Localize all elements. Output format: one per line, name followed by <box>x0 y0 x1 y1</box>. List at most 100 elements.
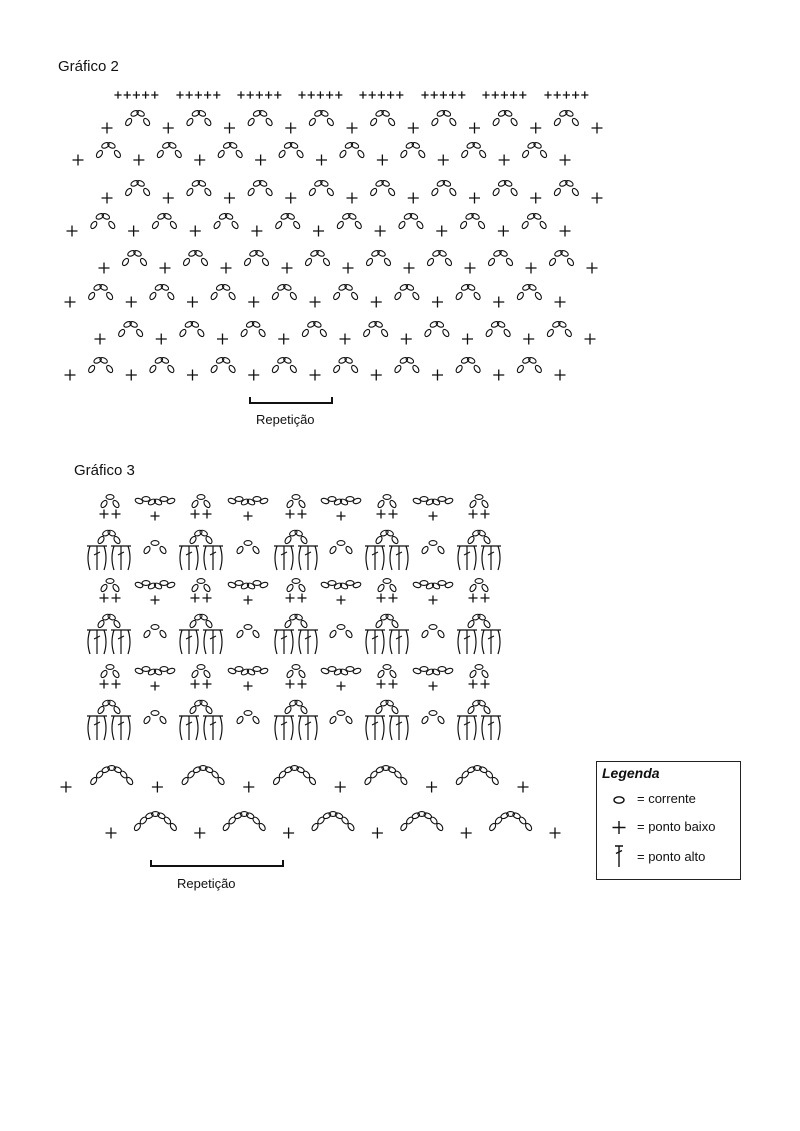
chain-arch-loop <box>210 364 218 374</box>
chain-arch-loop <box>190 320 200 328</box>
chain-arch-loop <box>187 770 195 779</box>
chain-arch-loop <box>108 220 116 230</box>
single-crochet-symbol <box>94 333 106 345</box>
chain-symbol <box>252 580 262 586</box>
chain-arch-loop <box>485 328 493 338</box>
chain-arch-loop <box>126 776 134 786</box>
chain-arch-loop <box>289 291 297 301</box>
chain-arch-loop <box>217 149 225 159</box>
chain-arch-loop <box>101 212 111 220</box>
chain-arch-loop <box>467 619 475 629</box>
chain-arch-loop <box>388 187 396 197</box>
chain-symbol <box>227 497 237 505</box>
double-crochet-cluster <box>457 629 477 655</box>
chain-arch-loop <box>277 283 286 291</box>
single-crochet-symbol <box>243 511 253 521</box>
chain-symbol <box>141 666 151 672</box>
chain-symbol <box>425 498 435 506</box>
chain-arch-loop <box>348 212 357 220</box>
chain-arch-loop <box>526 212 536 220</box>
single-crochet-symbol <box>468 593 478 603</box>
top-row-single-crochet <box>151 91 159 99</box>
double-crochet-cluster <box>298 545 318 571</box>
chain-arch-loop <box>302 770 311 779</box>
chain-arch-loop <box>336 540 346 546</box>
chain-arch-loop <box>338 356 347 364</box>
chain-symbol <box>437 496 447 502</box>
chain-arch-loop <box>472 529 481 537</box>
chain-arch-loop <box>189 705 197 715</box>
chain-arch-loop <box>442 179 452 187</box>
single-crochet-symbol <box>493 296 505 308</box>
chain-arch-loop <box>291 664 301 670</box>
chain-arch-loop <box>394 770 402 779</box>
single-crochet-symbol <box>426 781 438 793</box>
chain-symbol <box>234 666 244 672</box>
chain-symbol <box>320 497 330 505</box>
chain-arch-loop <box>196 664 206 670</box>
chain-arch-loop <box>258 328 266 338</box>
chain-arch-loop <box>565 179 574 187</box>
chain-arch-loop <box>224 212 234 220</box>
single-crochet-symbol <box>159 262 171 274</box>
top-row-single-crochet <box>132 91 140 99</box>
chain-arch-loop <box>472 613 481 621</box>
single-crochet-symbol <box>370 369 382 381</box>
chain-arch-loop <box>294 529 303 537</box>
single-crochet-symbol <box>437 154 449 166</box>
chain-arch-loop <box>167 364 175 374</box>
single-crochet-symbol <box>316 154 327 166</box>
single-crochet-icon <box>612 821 626 834</box>
chain-symbol <box>412 497 422 505</box>
single-crochet-symbol <box>111 593 121 603</box>
chain-arch-loop <box>493 249 502 257</box>
chain-arch-loop <box>154 356 164 364</box>
chain-symbol <box>259 497 269 505</box>
chain-arch-loop <box>107 529 116 537</box>
chain-icon <box>613 796 625 804</box>
chain-arch-loop <box>272 776 281 786</box>
chain-arch-loop <box>123 320 132 328</box>
chart-2-title: Gráfico 2 <box>58 58 119 75</box>
chain-arch-loop <box>196 494 206 500</box>
chain-arch-loop <box>409 212 419 220</box>
chain-arch-loop <box>333 364 341 374</box>
single-crochet-symbol <box>371 827 383 839</box>
chain-arch-loop <box>328 811 338 817</box>
chain-arch-loop <box>93 356 102 364</box>
chain-arch-loop <box>286 669 294 679</box>
chain-arch-loop <box>344 283 353 291</box>
chain-symbol <box>240 582 250 590</box>
chain-arch-loop <box>412 291 420 301</box>
chain-arch-loop <box>160 356 170 364</box>
chain-arch-loop <box>518 816 527 825</box>
chain-arch-loop <box>345 629 353 639</box>
chain-arch-loop <box>215 356 225 364</box>
chain-arch-loop <box>477 529 486 537</box>
top-row-single-crochet <box>194 91 202 99</box>
single-crochet-symbol <box>248 369 260 381</box>
chain-arch-loop <box>375 535 383 545</box>
chain-arch-loop <box>329 545 337 555</box>
top-row-single-crochet <box>387 91 395 99</box>
single-crochet-symbol <box>283 827 295 839</box>
chain-symbol <box>352 581 362 589</box>
chain-arch-loop <box>160 283 170 291</box>
chain-arch-loop <box>469 499 477 509</box>
single-crochet-symbol <box>586 262 598 274</box>
chart-3-repeat-label: Repetição <box>177 876 236 891</box>
chain-symbol <box>134 497 144 505</box>
chain-arch-loop <box>560 249 569 257</box>
chain-arch-loop <box>412 364 420 374</box>
chain-arch-loop <box>319 328 327 338</box>
chain-arch-loop <box>405 356 415 364</box>
chain-arch-loop <box>436 822 444 832</box>
chain-arch-loop <box>252 816 260 825</box>
chain-arch-loop <box>188 249 197 257</box>
chain-arch-loop <box>239 811 249 817</box>
chain-arch-loop <box>215 283 225 291</box>
top-row-single-crochet <box>204 91 212 99</box>
chain-arch-loop <box>449 187 457 197</box>
chain-arch-loop <box>255 249 264 257</box>
chain-arch-loop <box>357 149 365 159</box>
